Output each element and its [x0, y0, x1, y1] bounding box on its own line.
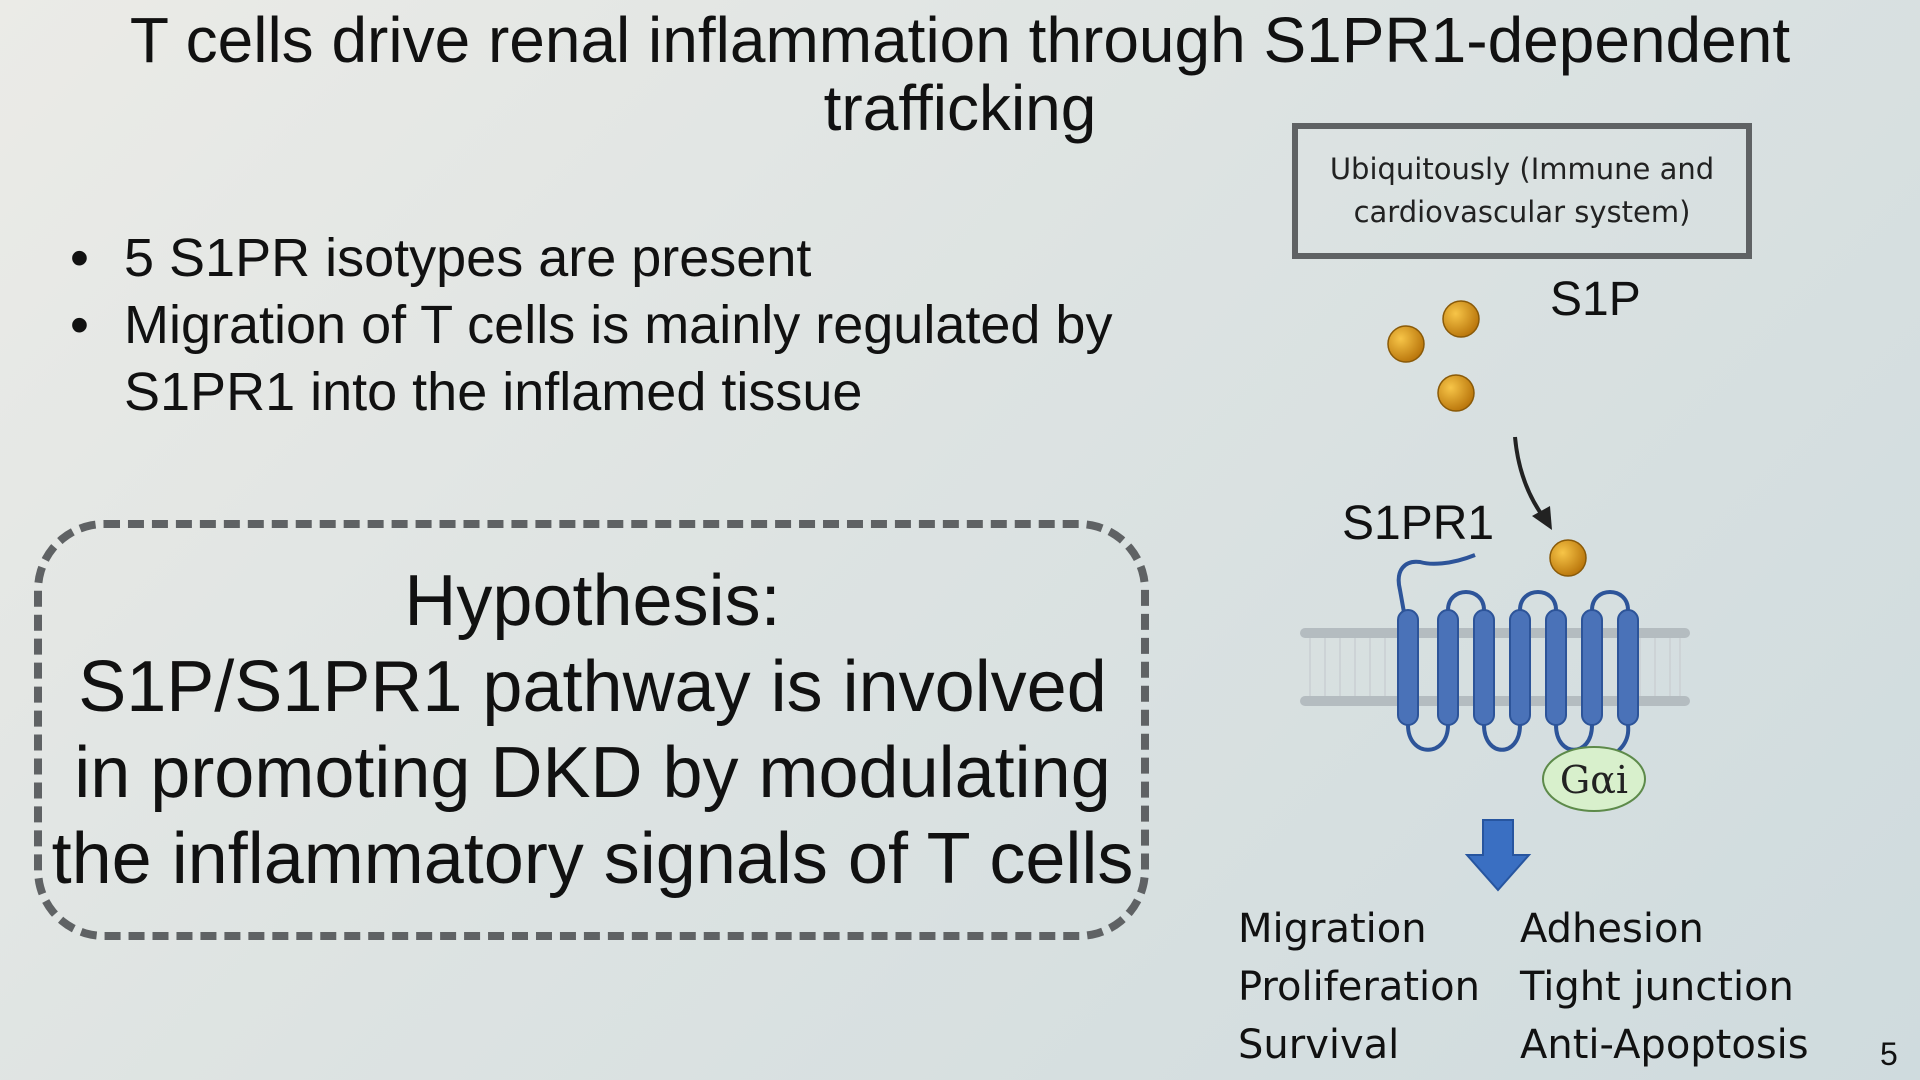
down-arrow-icon — [1464, 819, 1532, 892]
effects-right: Adhesion Tight junction Anti-Apoptosis — [1520, 900, 1809, 1074]
s1p-ligand-icon — [1442, 300, 1480, 338]
bullet-item: 5 S1PR isotypes are present — [70, 225, 1200, 292]
bullet-list: 5 S1PR isotypes are present Migration of… — [70, 225, 1200, 426]
effect-item: Anti-Apoptosis — [1520, 1022, 1809, 1068]
s1p-ligand-icon — [1437, 374, 1475, 412]
hypothesis-line: S1P/S1PR1 pathway is involved — [78, 647, 1107, 727]
binding-arrow-icon — [1513, 436, 1544, 517]
bullet-item: Migration of T cells is mainly regulated… — [70, 292, 1200, 426]
expression-box: Ubiquitously (Immune and cardiovascular … — [1292, 123, 1752, 259]
hypothesis-heading: Hypothesis: — [404, 561, 781, 641]
slide-title: T cells drive renal inflammation through… — [129, 4, 1791, 144]
effect-item: Tight junction — [1520, 964, 1794, 1010]
s1p-label: S1P — [1550, 273, 1641, 326]
s1pr1-receptor-icon — [1397, 609, 1639, 726]
hypothesis-box — [34, 520, 1149, 940]
effect-item: Survival — [1238, 1022, 1400, 1068]
g-alpha-i-icon — [1542, 746, 1646, 812]
effect-item: Migration — [1238, 906, 1427, 952]
page-number: 5 — [1880, 1036, 1898, 1072]
expression-text: Ubiquitously (Immune and cardiovascular … — [1329, 152, 1715, 229]
hypothesis-line: the inflammatory signals of T cells — [51, 819, 1134, 899]
receptor-n-terminus — [1396, 553, 1476, 619]
membrane-lipid-tails — [1309, 638, 1681, 696]
s1p-ligand-icon — [1387, 325, 1425, 363]
effect-item: Proliferation — [1238, 964, 1480, 1010]
bound-s1p-icon — [1549, 539, 1587, 577]
hypothesis-line: in promoting DKD by modulating — [74, 733, 1111, 813]
s1pr1-label: S1PR1 — [1342, 497, 1495, 550]
arrowhead-icon — [1532, 506, 1552, 530]
effect-item: Adhesion — [1520, 906, 1704, 952]
g-alpha-i-label: Gαi — [1560, 758, 1628, 802]
hypothesis-text: Hypothesis: S1P/S1PR1 pathway is involve… — [40, 558, 1145, 902]
effects-left: Migration Proliferation Survival — [1238, 900, 1480, 1074]
s1pr1-signaling-diagram: Gαi — [1300, 300, 1690, 892]
